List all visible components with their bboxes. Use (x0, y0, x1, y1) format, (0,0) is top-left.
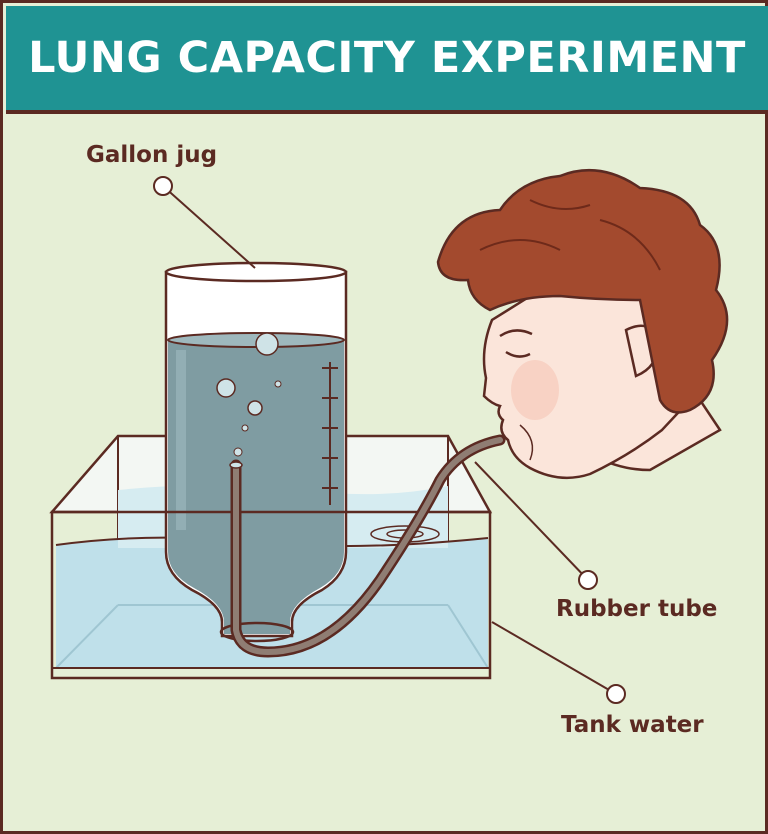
leader-lines (153, 176, 626, 704)
gallon-jug (164, 261, 348, 643)
person-head (436, 168, 729, 480)
diagram-title: LUNG CAPACITY EXPERIMENT (28, 33, 746, 83)
label-gallon-jug: Gallon jug (86, 142, 218, 168)
tank-front (50, 510, 492, 680)
title-banner: LUNG CAPACITY EXPERIMENT (6, 6, 768, 114)
label-rubber-tube: Rubber tube (556, 596, 718, 622)
tank-water-pointer (491, 621, 617, 695)
tank-water-pointer-dot (606, 684, 626, 704)
gallon-jug-pointer-dot (153, 176, 173, 196)
rubber-tube-pointer-dot (578, 570, 598, 590)
rubber-tube (229, 434, 506, 658)
gallon-jug-pointer (162, 185, 256, 269)
rubber-tube-pointer (474, 461, 589, 581)
label-tank-water: Tank water (561, 712, 704, 738)
